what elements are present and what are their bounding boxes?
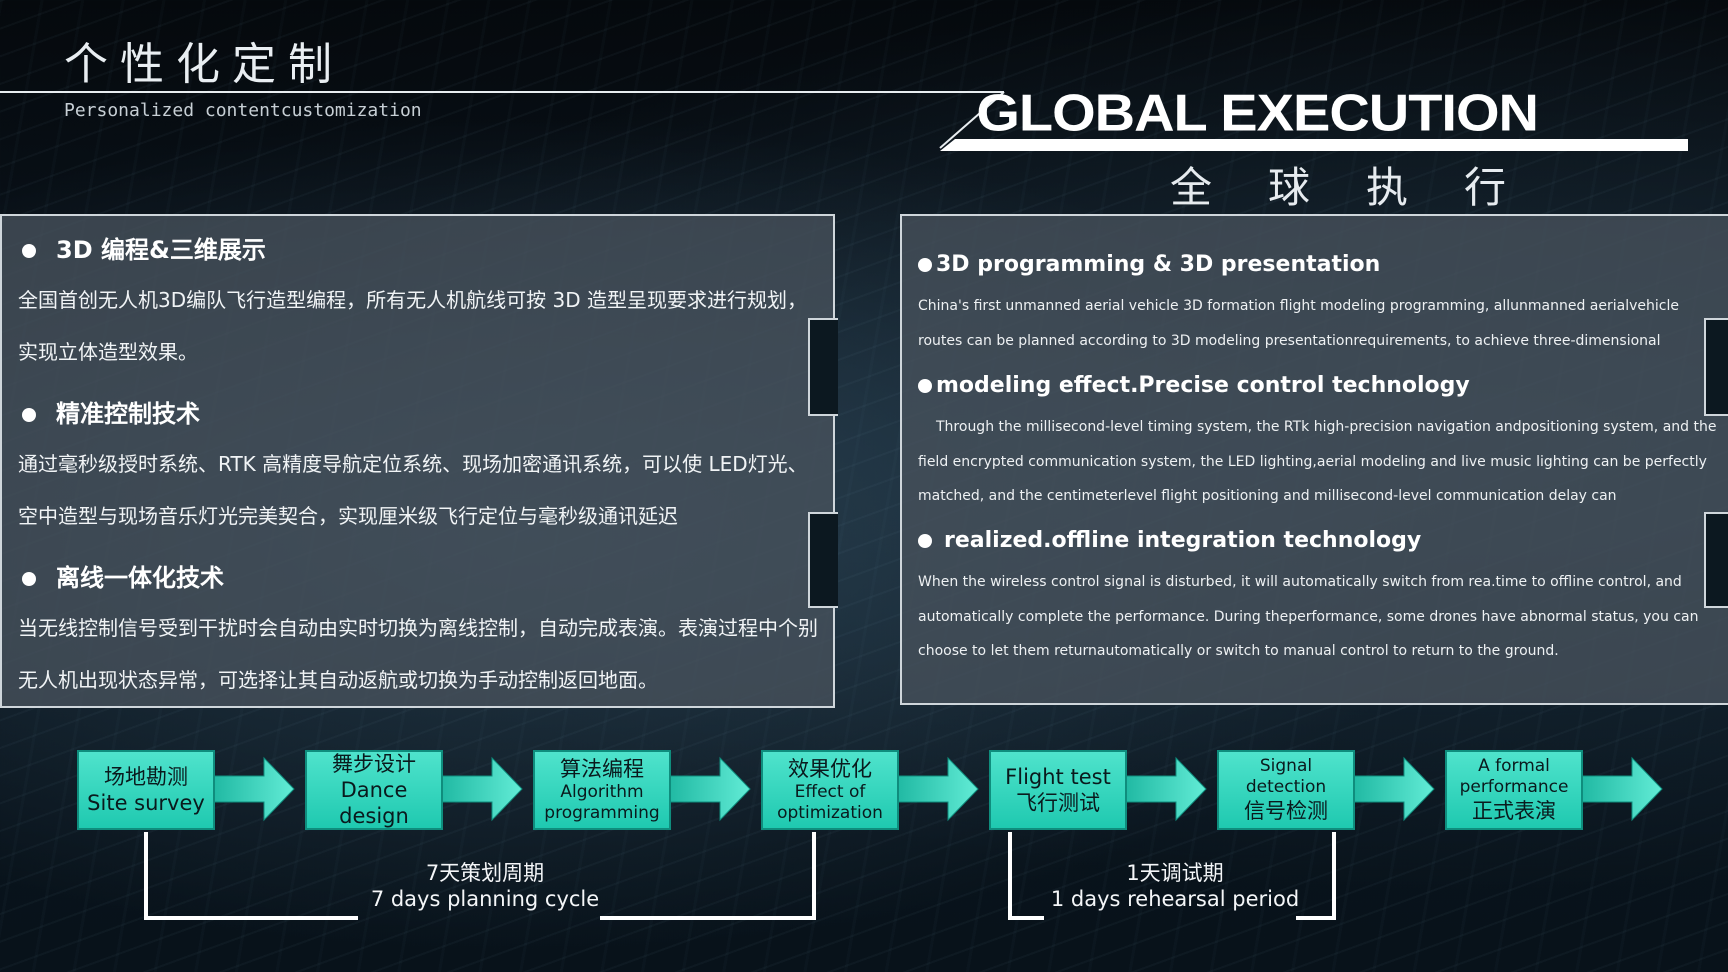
section-heading-text: 精准控制技术 xyxy=(56,400,200,428)
step-dance-design: 舞步设计 Dance design xyxy=(305,750,443,830)
planning-period-cn: 7天策划周期 xyxy=(425,861,545,885)
step-label: 场地勘测 xyxy=(104,765,188,789)
bracket-rehearsal xyxy=(1008,832,1336,920)
left-info-panel xyxy=(0,214,835,708)
step-label: Algorithm xyxy=(560,782,644,802)
step-label: detection xyxy=(1245,777,1327,797)
right-info-panel xyxy=(900,214,1728,705)
arrow-right-icon xyxy=(1124,756,1207,822)
step-effect-optimization: 效果优化 Effect of optimization xyxy=(761,750,899,830)
bullet-icon xyxy=(918,258,932,272)
rehearsal-period-cn: 1天调试期 xyxy=(1126,861,1224,885)
step-label: Effect of xyxy=(794,782,866,802)
step-label: 算法编程 xyxy=(560,757,644,781)
step-label: 舞步设计 xyxy=(332,752,416,776)
arrow-right-icon xyxy=(896,756,979,822)
section-heading: modeling effect.Precise control technolo… xyxy=(918,373,1470,398)
step-label: performance xyxy=(1459,777,1569,797)
section-heading-text: 离线一体化技术 xyxy=(56,564,224,592)
planning-period-label: 7天策划周期 7 days planning cycle xyxy=(340,860,630,912)
bullet-icon xyxy=(22,408,36,422)
section-heading: 3D programming & 3D presentation xyxy=(918,252,1380,277)
step-label: Flight test xyxy=(1005,765,1111,789)
step-label: Dance design xyxy=(339,778,409,828)
step-formal-performance: A formal performance 正式表演 xyxy=(1445,750,1583,830)
panel-notch xyxy=(808,512,838,608)
step-site-survey: 场地勘测 Site survey xyxy=(77,750,215,830)
step-label: 飞行测试 xyxy=(1016,791,1100,815)
section-heading-text: 3D 编程&三维展示 xyxy=(56,236,266,264)
global-execution-title: GLOBAL EXECUTION xyxy=(976,83,1539,142)
page-title-en: Personalized contentcustomization xyxy=(64,100,422,121)
step-flight-test: Flight test 飞行测试 xyxy=(989,750,1127,830)
global-execution-cn: 全球执行 xyxy=(1170,163,1563,212)
arrow-right-icon xyxy=(668,756,751,822)
bracket-planning xyxy=(144,832,816,920)
section-heading-text: realized.offline integration technology xyxy=(944,528,1422,553)
step-label: A formal xyxy=(1478,756,1550,776)
section-body: Through the millisecond-level timing sys… xyxy=(918,419,1717,504)
step-algorithm-programming: 算法编程 Algorithm programming xyxy=(533,750,671,830)
step-label: programming xyxy=(544,803,660,823)
section-heading: 离线一体化技术 xyxy=(22,558,224,593)
section-heading: realized.offline integration technology xyxy=(918,528,1421,553)
section-body: 当无线控制信号受到干扰时会自动由实时切换为离线控制，自动完成表演。表演过程中个别… xyxy=(18,616,818,692)
section-body: China's first unmanned aerial vehicle 3D… xyxy=(918,298,1679,349)
panel-notch xyxy=(1704,318,1728,416)
section-body: When the wireless control signal is dist… xyxy=(918,574,1699,659)
arrow-right-icon xyxy=(440,756,523,822)
rehearsal-period-label: 1天调试期 1 days rehearsal period xyxy=(1030,860,1320,912)
step-label: Signal xyxy=(1259,756,1313,776)
bullet-icon xyxy=(918,534,932,548)
arrow-right-icon xyxy=(212,756,295,822)
rehearsal-period-en: 1 days rehearsal period xyxy=(1050,887,1300,911)
panel-notch xyxy=(1704,512,1728,608)
page-title-cn: 个性化定制 xyxy=(64,39,344,90)
section-heading: 3D 编程&三维展示 xyxy=(22,230,266,265)
bullet-icon xyxy=(22,244,36,258)
step-signal-detection: Signal detection 信号检测 xyxy=(1217,750,1355,830)
section-heading-text: 3D programming & 3D presentation xyxy=(936,252,1381,277)
planning-period-en: 7 days planning cycle xyxy=(370,887,600,911)
arrow-right-icon xyxy=(1352,756,1435,822)
section-body: 全国首创无人机3D编队飞行造型编程，所有无人机航线可按 3D 造型呈现要求进行规… xyxy=(18,288,807,364)
step-label: Site survey xyxy=(87,791,205,815)
step-label: optimization xyxy=(777,803,883,823)
step-label: 效果优化 xyxy=(788,757,872,781)
arrow-right-icon xyxy=(1580,756,1663,822)
step-label: 信号检测 xyxy=(1244,799,1328,823)
step-label: 正式表演 xyxy=(1472,799,1556,823)
section-heading: 精准控制技术 xyxy=(22,394,200,429)
section-heading-text: modeling effect.Precise control technolo… xyxy=(936,373,1470,398)
bullet-icon xyxy=(918,379,932,393)
header-divider-lines xyxy=(0,91,1688,151)
panel-notch xyxy=(808,318,838,416)
bullet-icon xyxy=(22,572,36,586)
section-body: 通过毫秒级授时系统、RTK 高精度导航定位系统、现场加密通讯系统，可以使 LED… xyxy=(18,452,808,528)
